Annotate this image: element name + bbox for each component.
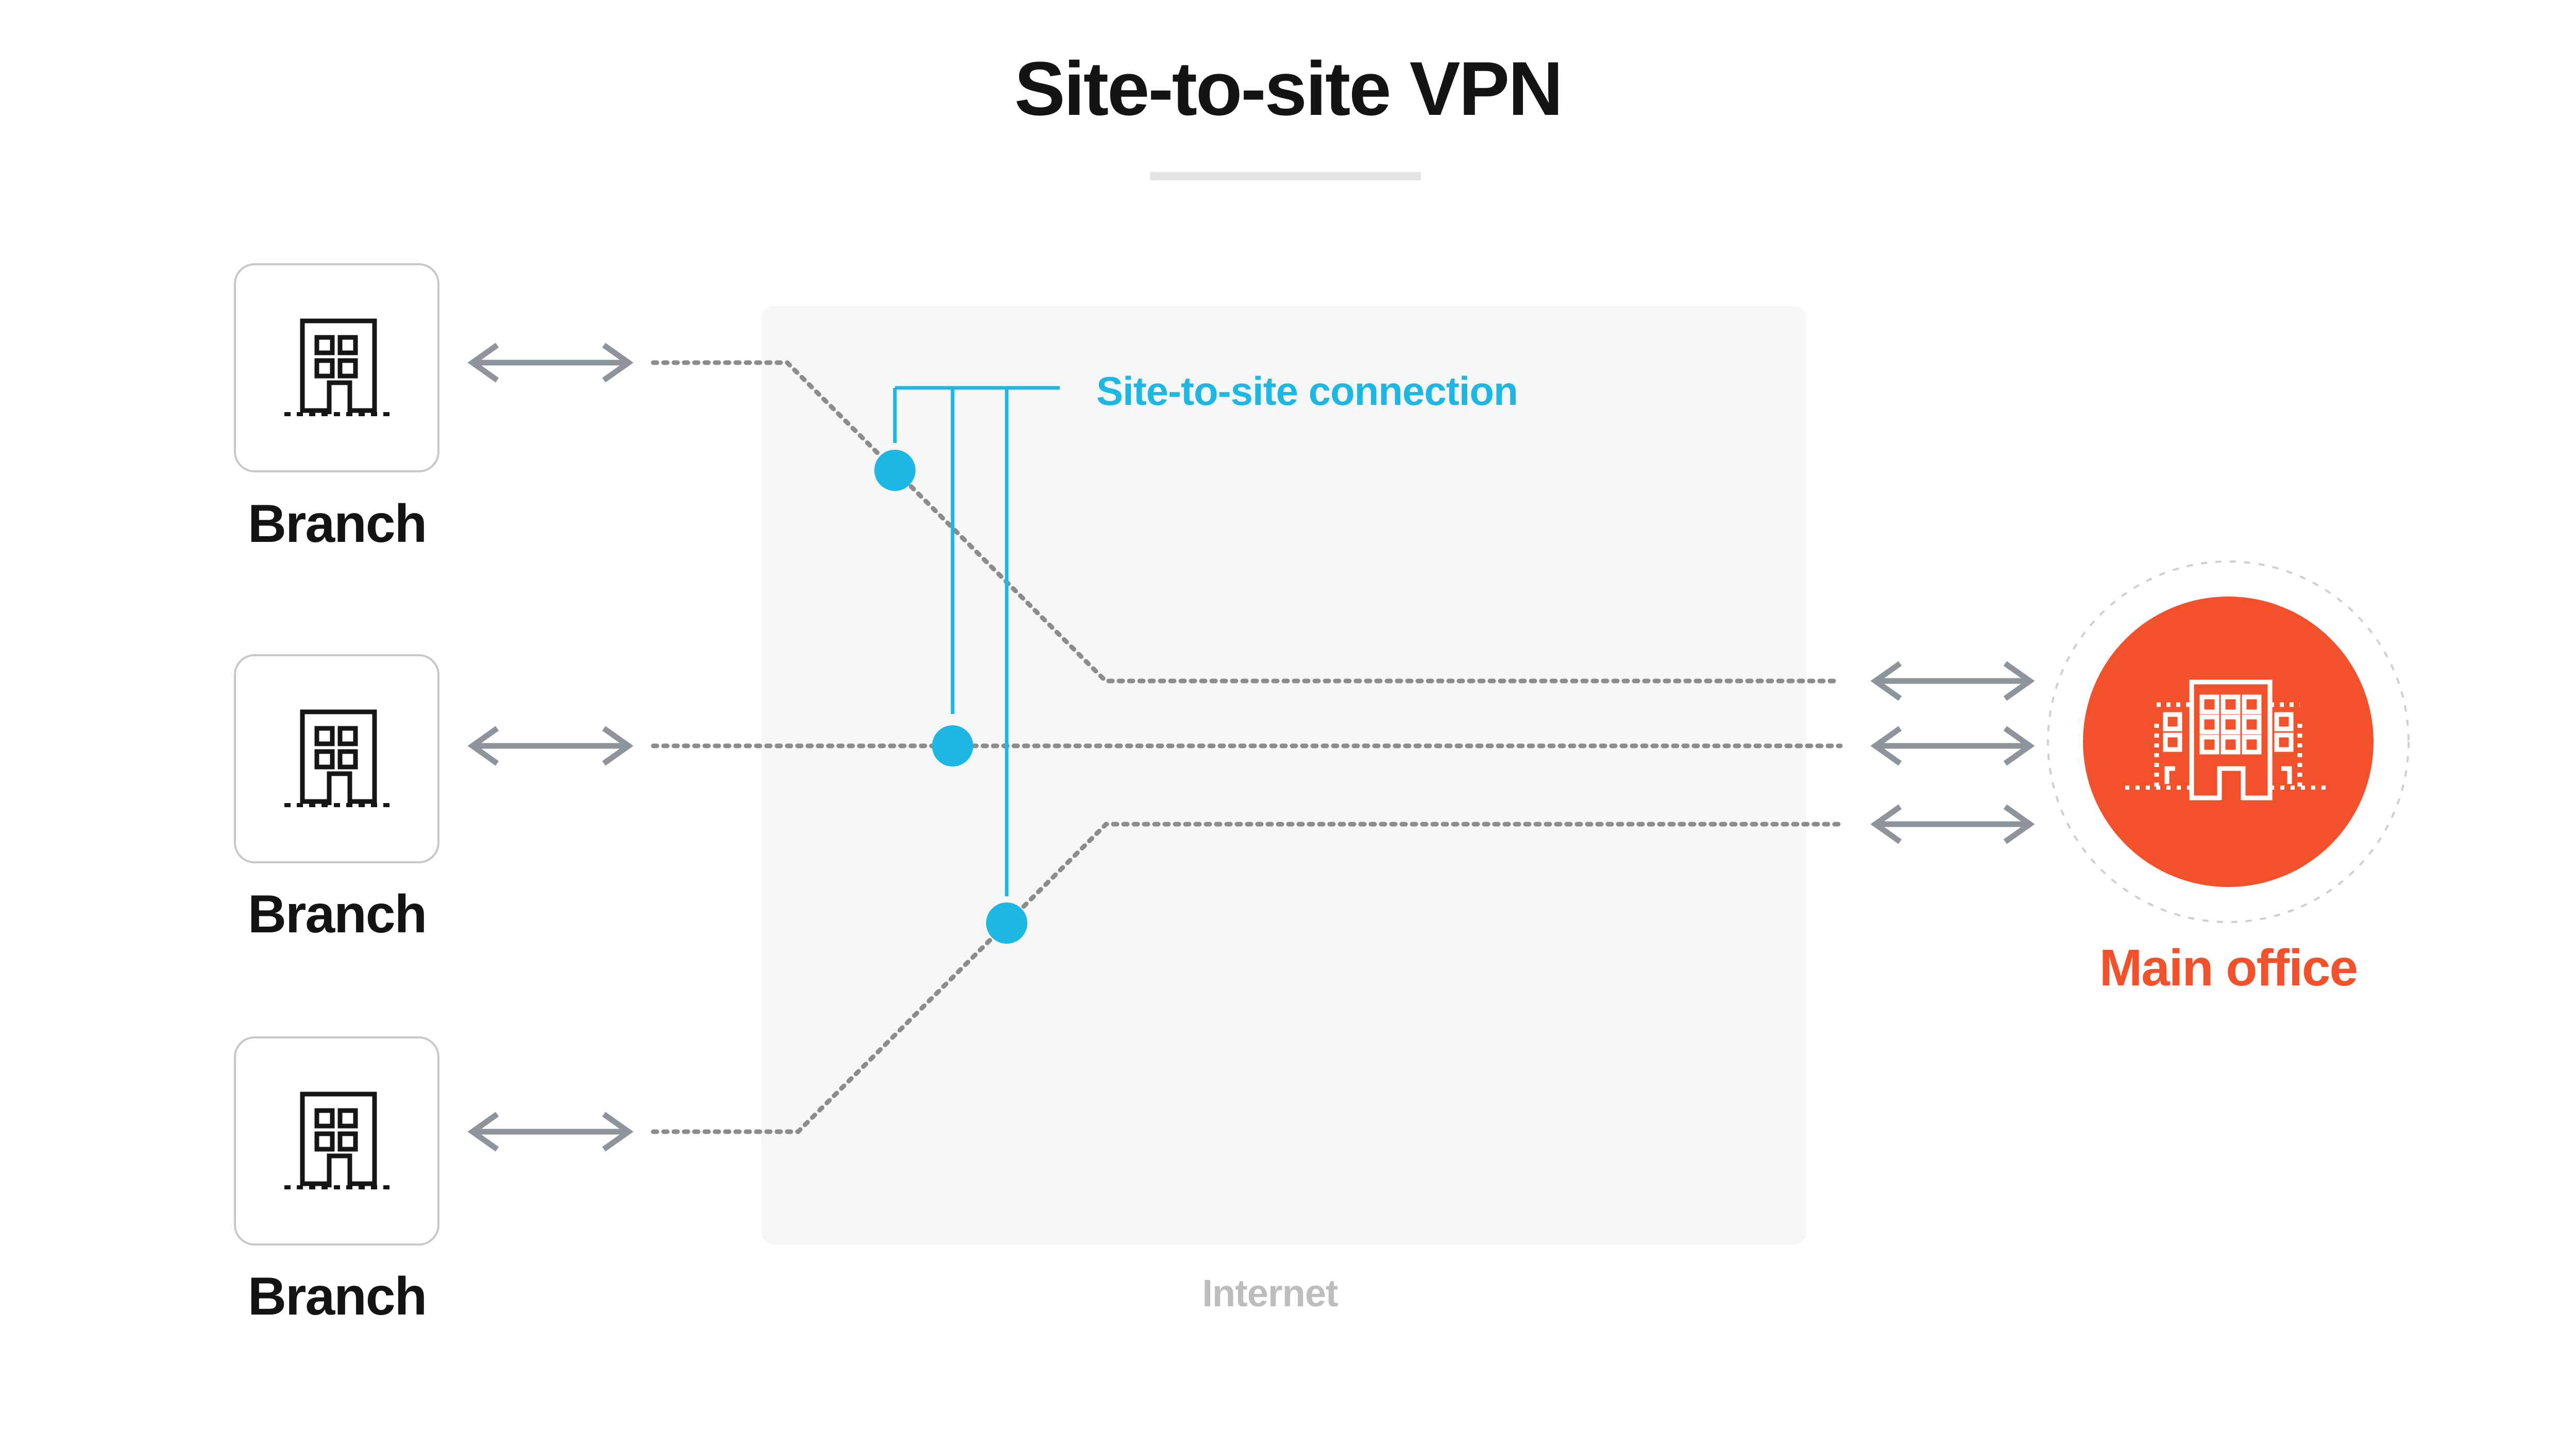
double-arrow-icon <box>467 726 634 766</box>
main-office-circle <box>2083 596 2374 887</box>
title-underline <box>1150 172 1421 180</box>
building-icon <box>284 318 393 416</box>
vpn-endpoint-dot <box>932 725 973 766</box>
branch-label-2: Branch <box>247 884 427 944</box>
double-arrow-icon <box>1870 726 2035 766</box>
site-to-site-connection-bracket <box>874 386 1060 944</box>
double-arrow-icon <box>1870 804 2035 844</box>
main-office-label: Main office <box>2099 939 2358 997</box>
vpn-path-branch1 <box>651 360 1843 684</box>
page-title: Site-to-site VPN <box>1014 46 1563 131</box>
connection-label: Site-to-site connection <box>1096 368 1518 414</box>
vpn-endpoint-dot <box>986 902 1027 944</box>
branch-box-1 <box>234 263 439 472</box>
branch-label-3: Branch <box>247 1267 427 1326</box>
double-arrow-icon <box>1870 661 2035 701</box>
branch-box-3 <box>234 1036 439 1246</box>
vpn-endpoint-dot <box>874 450 916 491</box>
vpn-path-branch3 <box>651 822 1843 1134</box>
building-icon <box>284 709 393 807</box>
office-building-icon <box>2125 679 2331 800</box>
branch-box-2 <box>234 654 439 863</box>
double-arrow-icon <box>467 343 634 383</box>
branch-label-1: Branch <box>247 494 427 554</box>
internet-label: Internet <box>1202 1272 1338 1315</box>
double-arrow-icon <box>467 1112 634 1152</box>
building-icon <box>284 1092 393 1189</box>
main-office-dotted-ring <box>2047 560 2410 923</box>
internet-cloud-area <box>761 306 1806 1245</box>
